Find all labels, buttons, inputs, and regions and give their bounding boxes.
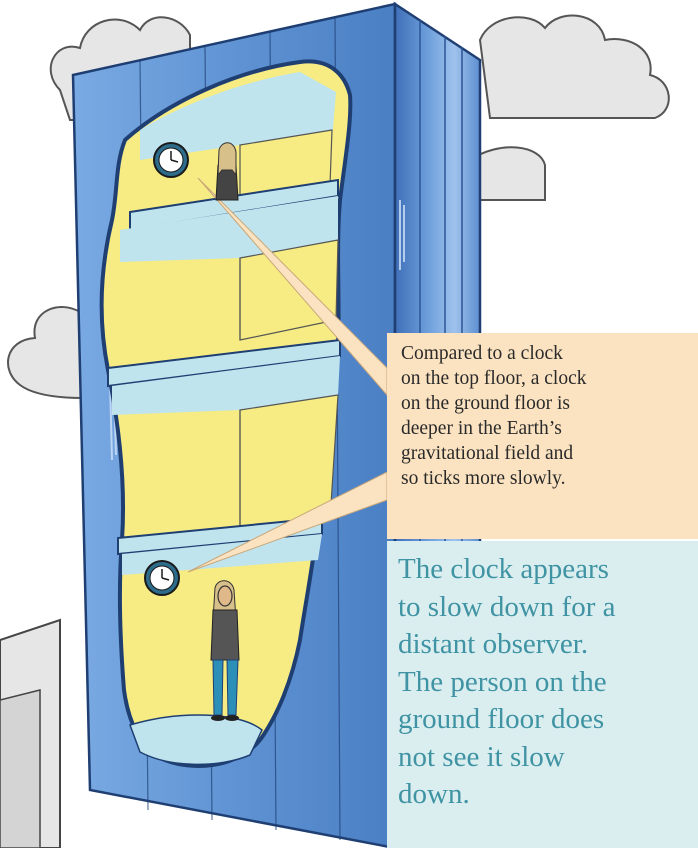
note-line: The person on the bbox=[398, 664, 692, 702]
callout-line: deeper in the Earth’s bbox=[401, 416, 692, 441]
clock-icon bbox=[145, 561, 179, 595]
note-line: down. bbox=[398, 776, 692, 814]
explanation-note: The clock appears to slow down for a dis… bbox=[387, 541, 698, 848]
callout-line: on the ground floor is bbox=[401, 391, 692, 416]
callout-box: Compared to a clock on the top floor, a … bbox=[387, 333, 698, 539]
callout-line: so ticks more slowly. bbox=[401, 466, 692, 491]
clock-icon bbox=[154, 143, 188, 177]
note-line: ground floor does bbox=[398, 701, 692, 739]
callout-line: on the top floor, a clock bbox=[401, 366, 692, 391]
note-line: The clock appears bbox=[398, 551, 692, 589]
note-line: not see it slow bbox=[398, 739, 692, 777]
cloud-icon bbox=[470, 16, 669, 201]
note-line: distant observer. bbox=[398, 626, 692, 664]
person-icon bbox=[216, 143, 238, 200]
note-line: to slow down for a bbox=[398, 589, 692, 627]
callout-line: gravitational field and bbox=[401, 441, 692, 466]
callout-line: Compared to a clock bbox=[401, 341, 692, 366]
